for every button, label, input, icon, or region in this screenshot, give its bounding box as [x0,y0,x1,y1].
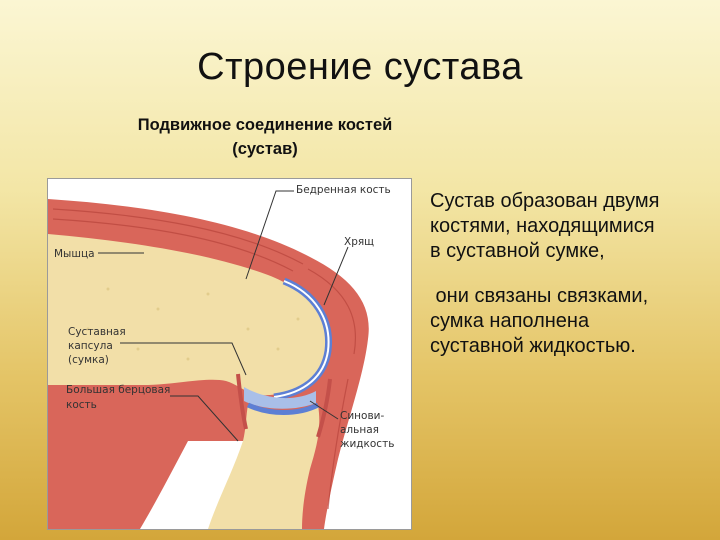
slide-subtitle: Подвижное соединение костей (сустав) [105,113,425,161]
label-femur: Бедренная кость [296,184,391,196]
knee-joint-diagram: Бедренная кость Мышца Хрящ Суставная кап… [47,178,412,530]
p2-line-2: сумка наполнена [430,310,590,332]
femur-texture [86,287,300,361]
muscle-fibres [52,208,357,510]
p1-line-3: в суставной сумке, [430,240,605,262]
p2-line-3: суставной жидкостью. [430,335,636,357]
leader-cartilage [323,246,349,306]
leader-capsule [120,342,247,376]
label-muscle: Мышца [54,248,95,260]
p2-line-1: они связаны связками, [430,285,649,307]
femur-bone [48,234,327,396]
synovial-gap [244,387,316,409]
cartilage-highlight [273,280,330,398]
label-synovial-1: Синови- [340,410,384,422]
leader-tibia [170,395,239,442]
p1-line-1: Сустав образован двумя [430,190,660,212]
slide-title: Строение сустава [197,46,523,88]
label-synovial-3: жидкость [340,438,394,450]
label-cartilage: Хрящ [344,236,374,248]
label-capsule-3: (сумка) [68,354,109,366]
joint-capsule-right [316,378,332,438]
subtitle-line-2: (сустав) [232,140,298,158]
label-synovial-2: альная [340,424,379,436]
knee-joint-illustration: Бедренная кость Мышца Хрящ Суставная кап… [48,184,394,529]
p1-line-2: костями, находящимися [430,215,655,237]
description-text: Сустав образован двумя костями, находящи… [430,189,720,359]
paragraph-2: они связаны связками, сумка наполнена су… [430,284,720,359]
label-tibia-1: Большая берцовая [66,384,170,396]
label-capsule-2: капсула [68,340,113,352]
leader-synovial [309,400,339,420]
tibia-cartilage [246,402,320,415]
joint-capsule [236,373,248,430]
label-capsule-1: Суставная [68,326,126,338]
subtitle-line-1: Подвижное соединение костей [137,116,393,134]
leader-femur [245,190,294,280]
label-tibia-2: кость [66,399,97,411]
tibia-bone [208,405,320,529]
paragraph-1: Сустав образован двумя костями, находящи… [430,189,720,264]
